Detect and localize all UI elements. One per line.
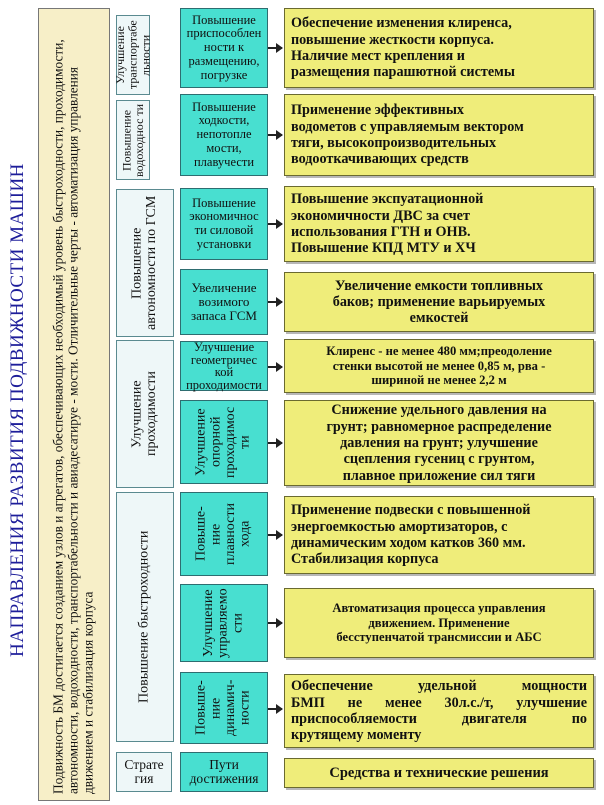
solution-line: энергоемкостью амортизаторов, с <box>291 518 508 535</box>
solution-line: тяги, высокопроизводительных <box>291 135 497 151</box>
solution-line: давления на грунт; улучшение <box>340 434 538 451</box>
legend-means: Средства и технические решения <box>284 758 594 788</box>
solution-line: экономичности ДВС за счет <box>291 207 470 224</box>
solution-line: динамическим ходом катков 360 мм. <box>291 535 526 551</box>
arrow <box>268 362 283 372</box>
solution-line: водооткачивающих средств <box>291 151 469 168</box>
solution-line: Стабилизация корпуса <box>291 551 439 568</box>
legend-strategy: Страте гия <box>116 752 172 792</box>
solution-line: водометов с управляемым вектором <box>291 118 524 135</box>
legend-ways: Пути достижения <box>180 752 268 792</box>
solution-line: сцепления гусениц с грунтом, <box>343 451 535 468</box>
means-buoyancy: Повышение ходкости, непотопле мости, пла… <box>180 94 268 176</box>
solution-geometric-passability: Клиренс - не менее 480 мм;преодоление ст… <box>284 339 594 393</box>
means-loading-adaptability: Повышение приспособлен ности к размещени… <box>180 8 268 88</box>
means-fuel-reserve: Увеличение возимого запаса ГСМ <box>180 269 268 335</box>
solution-line: грунт; равномерное распределение <box>326 418 552 435</box>
solution-line: Автоматизация процесса управления <box>332 601 546 616</box>
means-ride-smoothness: Повыше- ние плавности хода <box>180 492 268 576</box>
solution-line: баков; применение варьируемых <box>332 293 546 310</box>
arrow <box>268 438 283 448</box>
arrow <box>268 704 283 714</box>
means-controllability: Улучшение управляемо сти <box>180 584 268 662</box>
main-title: НАПРАВЛЕНИЯ РАЗВИТИЯ ПОДВИЖНОСТИ МАШИН <box>7 163 29 657</box>
solution-line: Повышение КПД МТУ и ХЧ <box>291 240 476 257</box>
solution-line: плавное приложение сил тяги <box>342 467 536 484</box>
means-dynamics: Повыше- ние динамич- ности <box>180 672 268 744</box>
arrow <box>268 219 283 229</box>
solution-line: движением. Применение <box>368 615 510 630</box>
strategy-water-mobility: Повышение водоходнос ти <box>116 100 150 180</box>
solution-line: шириной не менее 2,2 м <box>371 373 507 388</box>
solution-line: размещения парашютной системы <box>291 64 515 81</box>
solution-line: Повышение экспуатационной <box>291 191 484 208</box>
arrow <box>268 130 283 140</box>
solution-line: крутящему моменту <box>291 727 422 744</box>
solution-line: использования ГТН и ОНВ. <box>291 224 471 240</box>
solution-line: повышение жесткости корпуса. <box>291 31 494 48</box>
strategy-speed: Повышение быстроходности <box>116 492 174 742</box>
solution-line: Снижение удельного давления на <box>331 402 547 419</box>
solution-line: Обеспечение изменения клиренса, <box>291 15 512 32</box>
solution-engine-economy: Повышение экспуатационной экономичности … <box>284 186 594 262</box>
strategy-cross-country: Улучшение проходимости <box>116 340 174 488</box>
solution-line: Увеличение емкости топливных <box>334 277 544 294</box>
arrow <box>268 618 283 628</box>
intro-text: Подвижность БМ достигается созданием узл… <box>38 8 110 801</box>
solution-line: Обеспечение удельной мощности <box>291 678 587 695</box>
solution-line: Клиренс - не менее 480 мм;преодоление <box>326 344 552 359</box>
arrow <box>268 530 283 540</box>
solution-line: Применение подвески с повышенной <box>291 502 531 519</box>
arrow <box>268 43 283 53</box>
solution-bearing-passability: Снижение удельного давления на грунт; ра… <box>284 400 594 486</box>
strategy-transportability: Улучшение транспортабе льности <box>113 15 152 95</box>
solution-line: емкостей <box>409 310 469 327</box>
solution-transportability: Обеспечение изменения клиренса, повышени… <box>284 8 594 88</box>
solution-controllability: Автоматизация процесса управления движен… <box>284 588 594 658</box>
arrow <box>268 297 283 307</box>
solution-line: бесступенчатой трансмиссии и АБС <box>336 630 542 645</box>
means-bearing-passability: Улучшение опорной проходимос ти <box>180 400 268 484</box>
means-engine-economy: Повышение экономичнос ти силовой установ… <box>180 188 268 260</box>
solution-water-mobility: Применение эффективных водометов с управ… <box>284 94 594 176</box>
solution-line: приспособляемости двигателя по <box>291 711 587 727</box>
solution-fuel-reserve: Увеличение емкости топливных баков; прим… <box>284 272 594 332</box>
solution-line: стенки высотой не менее 0,85 м, рва - <box>332 358 546 373</box>
means-geometric-passability: Улучшение геометричес кой проходимости <box>180 341 268 391</box>
strategy-autonomy: Повышение автономности по ГСМ <box>116 189 174 337</box>
solution-dynamics: Обеспечение удельной мощности БМП не мен… <box>284 674 594 748</box>
solution-line: БМП не менее 30л.с./т, улучшение <box>291 694 587 711</box>
solution-line: Наличие мест крепления и <box>291 48 465 64</box>
solution-line: Применение эффективных <box>291 102 465 119</box>
solution-ride-smoothness: Применение подвески с повышенной энергое… <box>284 496 594 574</box>
